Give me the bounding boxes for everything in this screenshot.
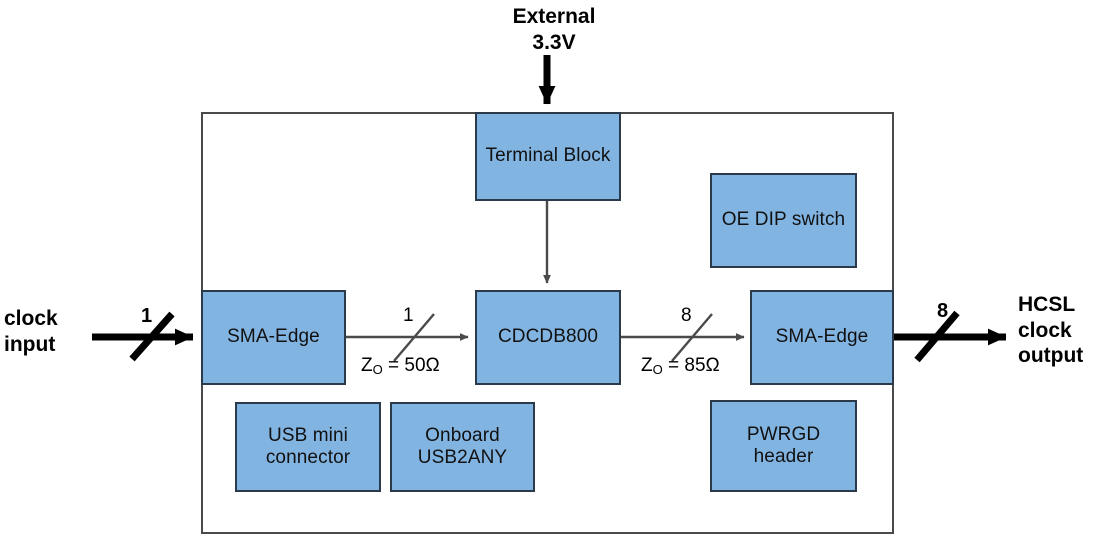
impedance-label-output-symbol: Z: [641, 355, 653, 376]
label-external-supply-line2: 3.3V: [532, 30, 576, 54]
block-terminal-block-label: Terminal Block: [485, 145, 611, 167]
block-pwrgd-header[interactable]: PWRGD header: [710, 400, 857, 492]
label-hcsl-clock-output-line3: output: [1018, 344, 1084, 368]
label-hcsl-clock-output-line2: clock: [1018, 318, 1072, 342]
block-cdcdb800-label: CDCDB800: [497, 326, 599, 348]
block-onboard-usb2any-label-line1: Onboard: [425, 424, 500, 446]
block-sma-edge-input-label: SMA-Edge: [227, 326, 320, 348]
block-usb-mini-connector-label-line2: connector: [265, 447, 351, 468]
block-oe-dip-switch[interactable]: OE DIP switch: [710, 173, 857, 268]
block-onboard-usb2any[interactable]: Onboard USB2ANY: [390, 402, 535, 492]
impedance-label-input-symbol: Z: [361, 355, 373, 376]
bus-width-clock-input: 1: [141, 305, 153, 327]
impedance-label-input-subscript: O: [372, 362, 383, 377]
block-usb-mini-connector[interactable]: USB mini connector: [235, 402, 381, 492]
label-clock-input: clock input: [4, 306, 86, 357]
wire-sma-edge-to-hcsl-output: [894, 310, 1007, 363]
impedance-label-input-trace: ZO = 50Ω: [361, 355, 440, 377]
label-clock-input-line1: clock: [4, 307, 58, 330]
block-sma-edge-output[interactable]: SMA-Edge: [750, 290, 894, 385]
label-hcsl-clock-output: HCSL clock output: [1018, 292, 1100, 369]
impedance-label-output-trace: ZO = 85Ω: [641, 355, 720, 377]
block-terminal-block[interactable]: Terminal Block: [475, 112, 621, 201]
block-sma-edge-input[interactable]: SMA-Edge: [201, 290, 346, 385]
impedance-label-input-value: = 50Ω: [382, 355, 440, 376]
label-clock-input-line2: input: [4, 332, 56, 356]
block-pwrgd-header-label-line1: PWRGD: [746, 423, 821, 445]
impedance-label-output-subscript: O: [652, 362, 663, 377]
label-external-supply-line1: External: [512, 5, 596, 28]
bus-width-hcsl-output: 8: [937, 300, 949, 322]
block-cdcdb800[interactable]: CDCDB800: [475, 290, 621, 385]
block-usb-mini-connector-label-line1: USB mini: [268, 424, 348, 446]
label-hcsl-clock-output-line1: HCSL: [1018, 293, 1075, 316]
impedance-label-output-value: = 85Ω: [662, 355, 720, 376]
block-oe-dip-switch-label: OE DIP switch: [721, 209, 846, 231]
bus-width-cdcdb800-to-sma: 8: [681, 305, 692, 326]
label-external-supply: External 3.3V: [489, 4, 619, 55]
block-sma-edge-output-label: SMA-Edge: [775, 326, 869, 348]
block-pwrgd-header-label-line2: header: [753, 446, 814, 467]
block-onboard-usb2any-label-line2: USB2ANY: [417, 447, 508, 468]
bus-width-sma-to-cdcdb800: 1: [403, 305, 414, 326]
